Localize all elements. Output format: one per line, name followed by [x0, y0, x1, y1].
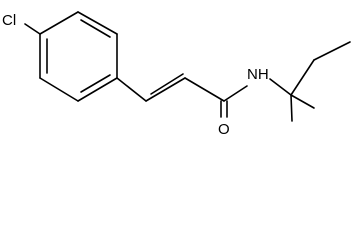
chlorine-atom-label: Cl: [2, 12, 16, 29]
benzene-ring: [39, 11, 118, 102]
ring-bond-4: [77, 77, 118, 102]
ring-to-vinyl-bond: [116, 77, 147, 102]
quaternary-to-methyl-down-bond: [290, 94, 293, 122]
nitrogen-atom-label: NH: [247, 66, 269, 83]
ring-bond-1: [39, 11, 79, 35]
ethyl-terminal-bond: [313, 41, 351, 61]
vinyl-to-carbonyl-bond: [184, 77, 225, 102]
ring-bond-5: [39, 77, 79, 102]
quaternary-to-methyl-right-bond: [290, 94, 315, 109]
ring-double-inner-1: [80, 19, 111, 38]
structure-canvas: Cl NH O: [2, 11, 351, 137]
ring-double-inner-2: [80, 74, 111, 93]
oxygen-atom-label: O: [218, 121, 230, 137]
ring-bond-2: [77, 11, 118, 35]
vinyl-double-bond-outer: [145, 77, 186, 102]
quaternary-to-ethyl-bond: [290, 59, 315, 96]
carbonyl-to-nitrogen-bond: [223, 85, 248, 102]
vinyl-double-bond-inner: [150, 73, 184, 95]
nitrogen-to-quaternary-carbon-bond: [269, 78, 292, 96]
carbon-chlorine-bond: [24, 23, 41, 35]
chemical-structure-diagram: Cl NH O: [2, 11, 351, 137]
